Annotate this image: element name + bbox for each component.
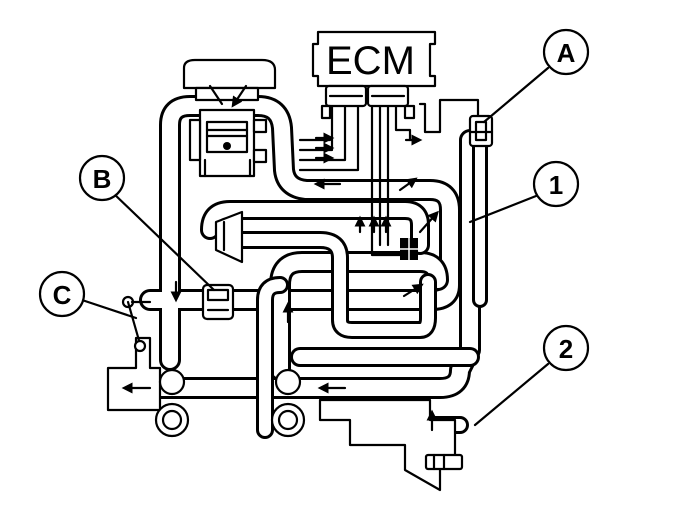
throttle-body (214, 210, 244, 264)
wastegate-solenoid-a (468, 114, 494, 148)
turbo-compressor-left (106, 336, 190, 438)
wastegate-linkage-c (121, 295, 152, 353)
component-b-valve (201, 283, 235, 321)
flow-arrow-icon (398, 177, 418, 192)
turbo-turbine-right (270, 368, 464, 492)
callout-2: 2 (542, 324, 590, 372)
flow-arrow-icon (402, 283, 424, 298)
callout-b: B (78, 154, 126, 202)
signal-lines (298, 98, 480, 257)
callout-1: 1 (532, 160, 580, 208)
engine-cylinder (182, 58, 277, 178)
pipe-network (119, 95, 488, 439)
ecm-label: ECM (326, 39, 415, 83)
callout-1-label: 1 (549, 170, 563, 200)
callout-2-label: 2 (559, 334, 573, 364)
callout-c: C (38, 270, 86, 318)
leader-lines (80, 66, 550, 427)
ecm-module: ECM (311, 30, 437, 120)
flow-arrows (121, 132, 438, 432)
callout-a: A (542, 28, 590, 76)
main-tubes (119, 95, 488, 439)
callout-a-label: A (557, 38, 576, 68)
callout-c-label: C (53, 280, 72, 310)
sensor-connector (400, 210, 439, 260)
callout-b-label: B (93, 164, 112, 194)
